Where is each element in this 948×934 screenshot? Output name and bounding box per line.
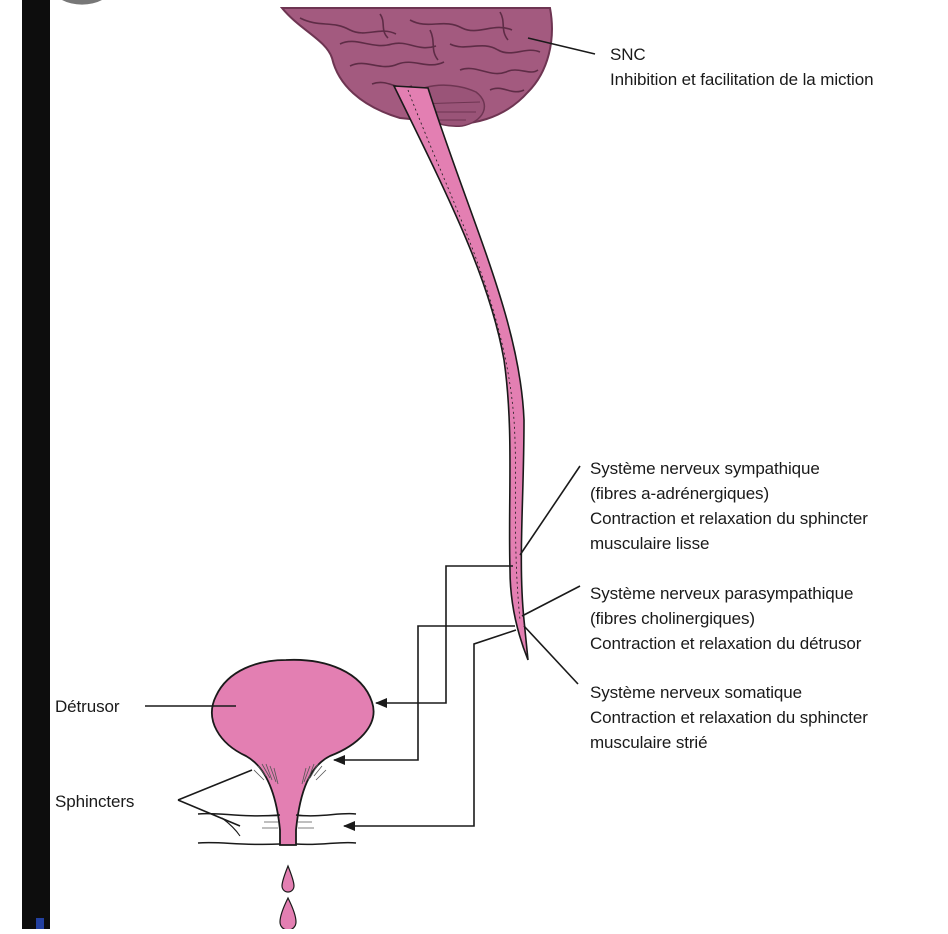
sympathique-fibres: (fibres a-adrénergiques) [590, 481, 868, 506]
left-edge-bar [22, 0, 50, 929]
corner-circle-icon [62, 0, 102, 5]
somatique-target: musculaire strié [590, 730, 868, 755]
sympathique-effect: Contraction et relaxation du sphincter [590, 506, 868, 531]
snc-label: SNC Inhibition et facilitation de la mic… [610, 42, 873, 92]
parasympathique-leader-line [522, 586, 580, 616]
parasympathique-effect: Contraction et relaxation du détrusor [590, 631, 861, 656]
parasympathique-fibres: (fibres cholinergiques) [590, 606, 861, 631]
bladder [212, 660, 374, 845]
parasympathique-title: Système nerveux parasympathique [590, 581, 861, 606]
sympathique-label: Système nerveux sympathique (fibres a-ad… [590, 456, 868, 556]
sympathique-target: musculaire lisse [590, 531, 868, 556]
urine-drop-1 [282, 866, 294, 892]
sympathique-leader-line [520, 466, 580, 555]
parasympathique-label: Système nerveux parasympathique (fibres … [590, 581, 861, 656]
sphincter-leader-upper [178, 770, 252, 800]
somatique-effect: Contraction et relaxation du sphincter [590, 705, 868, 730]
somatique-label: Système nerveux somatique Contraction et… [590, 680, 868, 755]
urine-drop-2 [280, 898, 296, 929]
detrusor-label: Détrusor [55, 694, 119, 719]
snc-description: Inhibition et facilitation de la miction [610, 67, 873, 92]
sphincter-leader-lower [178, 800, 240, 826]
sympathique-arrow [376, 566, 513, 703]
somatique-leader-line [524, 626, 578, 684]
sphincters-label: Sphincters [55, 789, 134, 814]
somatique-arrow [344, 630, 516, 826]
sympathique-title: Système nerveux sympathique [590, 456, 868, 481]
snc-title: SNC [610, 42, 873, 67]
somatique-title: Système nerveux somatique [590, 680, 868, 705]
